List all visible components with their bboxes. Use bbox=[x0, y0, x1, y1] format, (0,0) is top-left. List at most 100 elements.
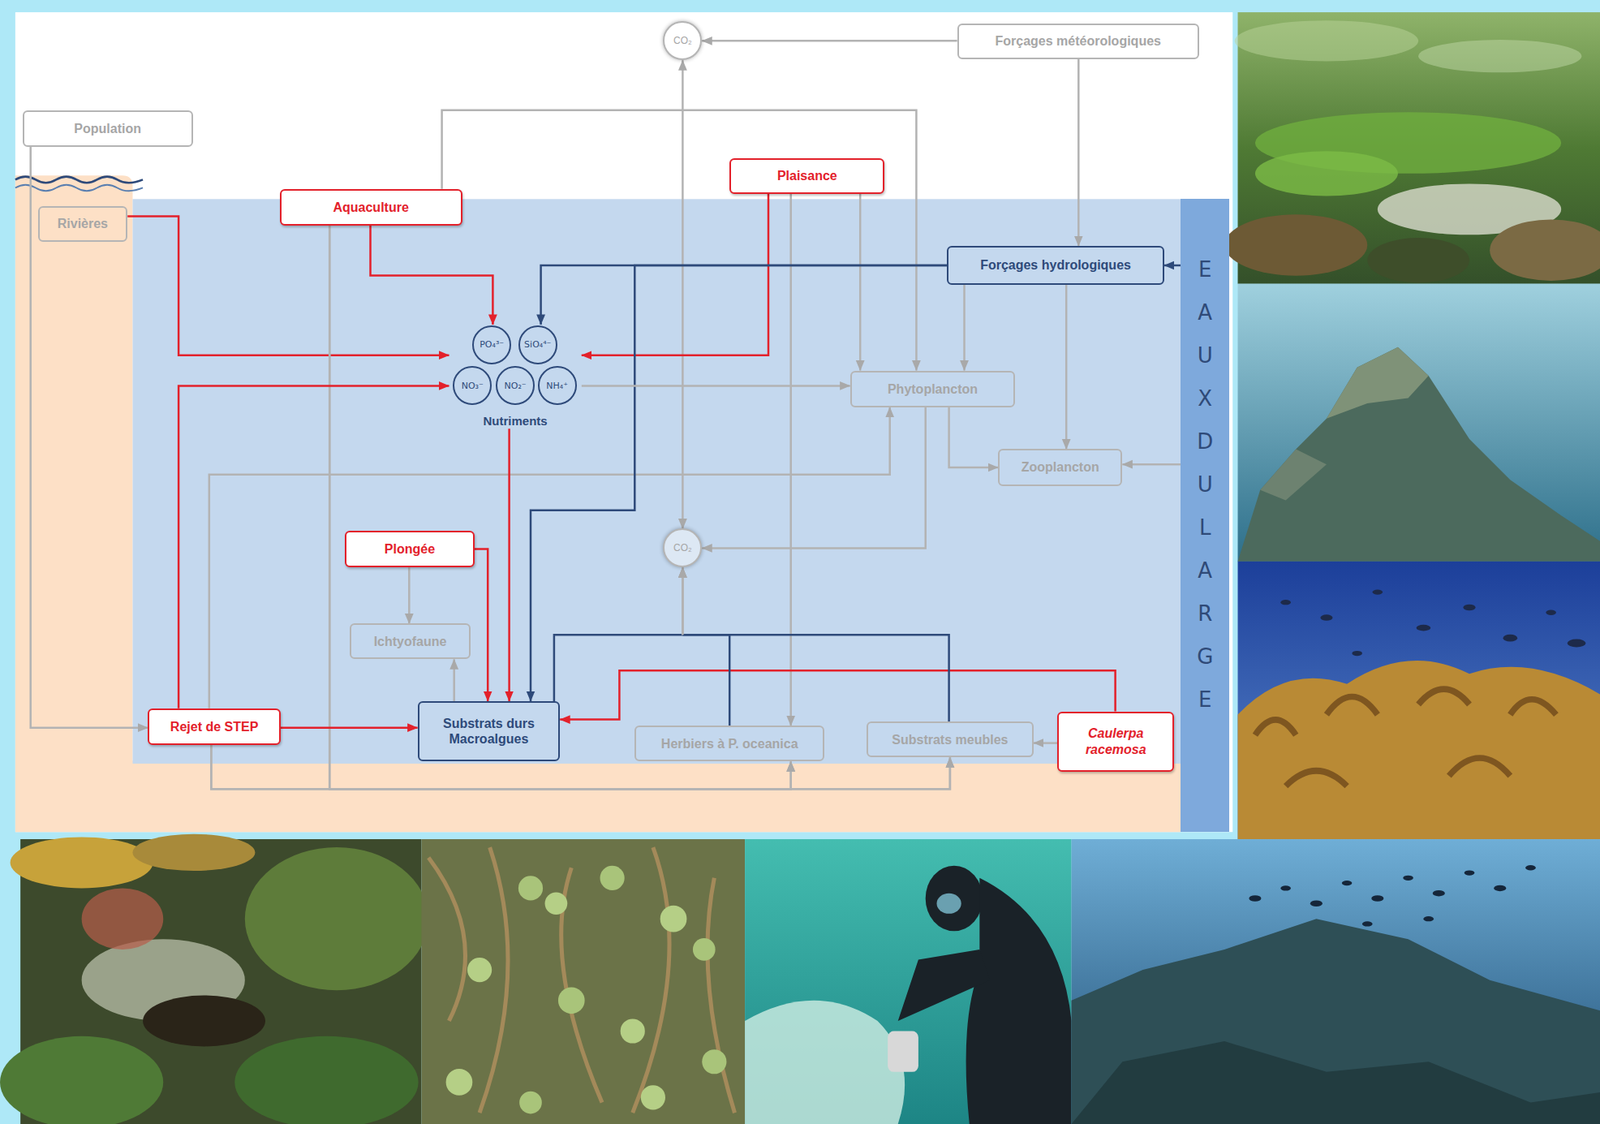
flow-line bbox=[30, 146, 149, 728]
flow-line bbox=[581, 384, 851, 388]
component-box: Zooplancton bbox=[997, 448, 1123, 486]
flow-arrow bbox=[1122, 464, 1181, 465]
node-label: Caulerpa racemosa bbox=[1065, 725, 1166, 757]
flow-line bbox=[541, 265, 948, 325]
flow-arrow bbox=[701, 407, 925, 549]
flow-line bbox=[210, 744, 951, 789]
nutrient-circle: PO₄³⁻ bbox=[472, 325, 512, 365]
flow-line bbox=[581, 193, 769, 356]
node-label: NH₄⁺ bbox=[546, 380, 568, 392]
node-label: Zooplancton bbox=[1021, 459, 1100, 475]
node-label: Rivières bbox=[57, 215, 108, 232]
flow-arrow bbox=[1164, 265, 1181, 267]
node-label: CO₂ bbox=[673, 34, 693, 47]
flow-line bbox=[474, 549, 488, 702]
flow-arrow bbox=[474, 549, 488, 702]
flow-line bbox=[1065, 284, 1068, 450]
flow-line bbox=[408, 567, 411, 624]
flow-line bbox=[682, 634, 949, 722]
flow-arrow bbox=[790, 193, 792, 726]
photo-rock-algae bbox=[0, 834, 429, 1124]
flow-arrow bbox=[860, 193, 861, 371]
flow-line bbox=[701, 407, 925, 549]
component-box: Rivières bbox=[38, 206, 129, 242]
flow-arrow bbox=[581, 193, 769, 356]
flow-line bbox=[127, 216, 449, 356]
flow-line bbox=[370, 225, 494, 325]
component-box: Ichtyofaune bbox=[349, 623, 470, 659]
pressure-box: Plaisance bbox=[729, 158, 885, 194]
flow-line bbox=[559, 670, 1115, 719]
process-box: Substrats durs Macroalgues bbox=[417, 701, 561, 762]
flow-line bbox=[1077, 59, 1080, 246]
flow-line bbox=[681, 60, 684, 529]
flow-line bbox=[507, 428, 511, 702]
flow-line bbox=[452, 658, 456, 702]
flow-line bbox=[681, 567, 684, 635]
node-label: Forçages météorologiques bbox=[994, 33, 1162, 49]
flow-arrow bbox=[453, 658, 455, 702]
flow-arrow bbox=[329, 225, 951, 789]
flow-arrow bbox=[554, 567, 684, 702]
pressure-box: Plongée bbox=[344, 530, 475, 568]
node-label: Plaisance bbox=[777, 167, 838, 184]
flow-arrow bbox=[1066, 284, 1067, 450]
nutrient-circle: NH₄⁺ bbox=[537, 365, 577, 405]
flow-arrow bbox=[280, 726, 418, 728]
flow-line bbox=[1122, 463, 1181, 466]
flow-arrow bbox=[949, 407, 998, 468]
flow-line bbox=[1033, 741, 1058, 745]
node-label: Plongée bbox=[384, 541, 435, 557]
process-box: Forçages hydrologiques bbox=[946, 245, 1165, 285]
photo-rock-pinnacle bbox=[1238, 283, 1600, 562]
flow-line bbox=[329, 225, 951, 789]
flow-line bbox=[1164, 264, 1181, 267]
flow-arrow bbox=[559, 670, 1115, 719]
flow-line bbox=[554, 634, 684, 702]
node-label: Aquaculture bbox=[332, 199, 409, 216]
nutrient-circle: SiO₄⁴⁻ bbox=[518, 325, 558, 365]
flow-line bbox=[178, 385, 449, 708]
node-label: Forçages hydrologiques bbox=[980, 257, 1132, 273]
component-box: Population bbox=[22, 110, 194, 147]
flow-arrow bbox=[541, 265, 948, 325]
flow-line bbox=[681, 567, 684, 635]
photo-caulerpa bbox=[421, 838, 745, 1124]
flow-arrow bbox=[682, 567, 949, 722]
flow-arrow bbox=[442, 110, 917, 371]
component-box: Phytoplancton bbox=[850, 370, 1016, 408]
node-label: CO₂ bbox=[673, 541, 693, 554]
flow-arrow bbox=[210, 744, 951, 789]
flow-arrow bbox=[329, 225, 792, 789]
node-label: EAUX DU LARGE bbox=[1194, 248, 1216, 722]
flow-line bbox=[789, 193, 792, 726]
node-label: Rejet de STEP bbox=[170, 718, 259, 735]
component-box: Forçages météorologiques bbox=[957, 23, 1200, 60]
node-label: Population bbox=[73, 120, 142, 137]
node-label: Substrats durs Macroalgues bbox=[425, 715, 553, 747]
flow-arrow bbox=[581, 385, 851, 387]
flow-line bbox=[949, 407, 998, 468]
node-label: Herbiers à P. oceanica bbox=[661, 735, 799, 752]
node-label: NO₂⁻ bbox=[504, 380, 527, 392]
flow-line bbox=[280, 726, 418, 729]
node-label: Phytoplancton bbox=[887, 381, 978, 397]
photo-reef-fish bbox=[1071, 838, 1600, 1124]
component-box: Substrats meubles bbox=[866, 721, 1034, 757]
flow-arrow bbox=[408, 567, 410, 624]
flow-line bbox=[963, 284, 966, 371]
flow-line bbox=[682, 634, 730, 726]
flow-line bbox=[681, 567, 684, 635]
flow-arrow bbox=[701, 40, 957, 42]
flow-arrow bbox=[127, 216, 449, 356]
nutrient-circle: NO₂⁻ bbox=[495, 365, 535, 405]
flow-line bbox=[442, 110, 917, 371]
flow-arrow bbox=[30, 146, 149, 728]
node-label: SiO₄⁴⁻ bbox=[524, 339, 551, 350]
flow-line bbox=[329, 225, 792, 789]
pressure-box: Aquaculture bbox=[279, 189, 463, 226]
nutrient-circle: NO₃⁻ bbox=[452, 365, 492, 405]
flow-arrow bbox=[1078, 59, 1080, 246]
flow-arrow bbox=[178, 385, 449, 708]
pressure-box: Caulerpa racemosa bbox=[1057, 711, 1175, 772]
